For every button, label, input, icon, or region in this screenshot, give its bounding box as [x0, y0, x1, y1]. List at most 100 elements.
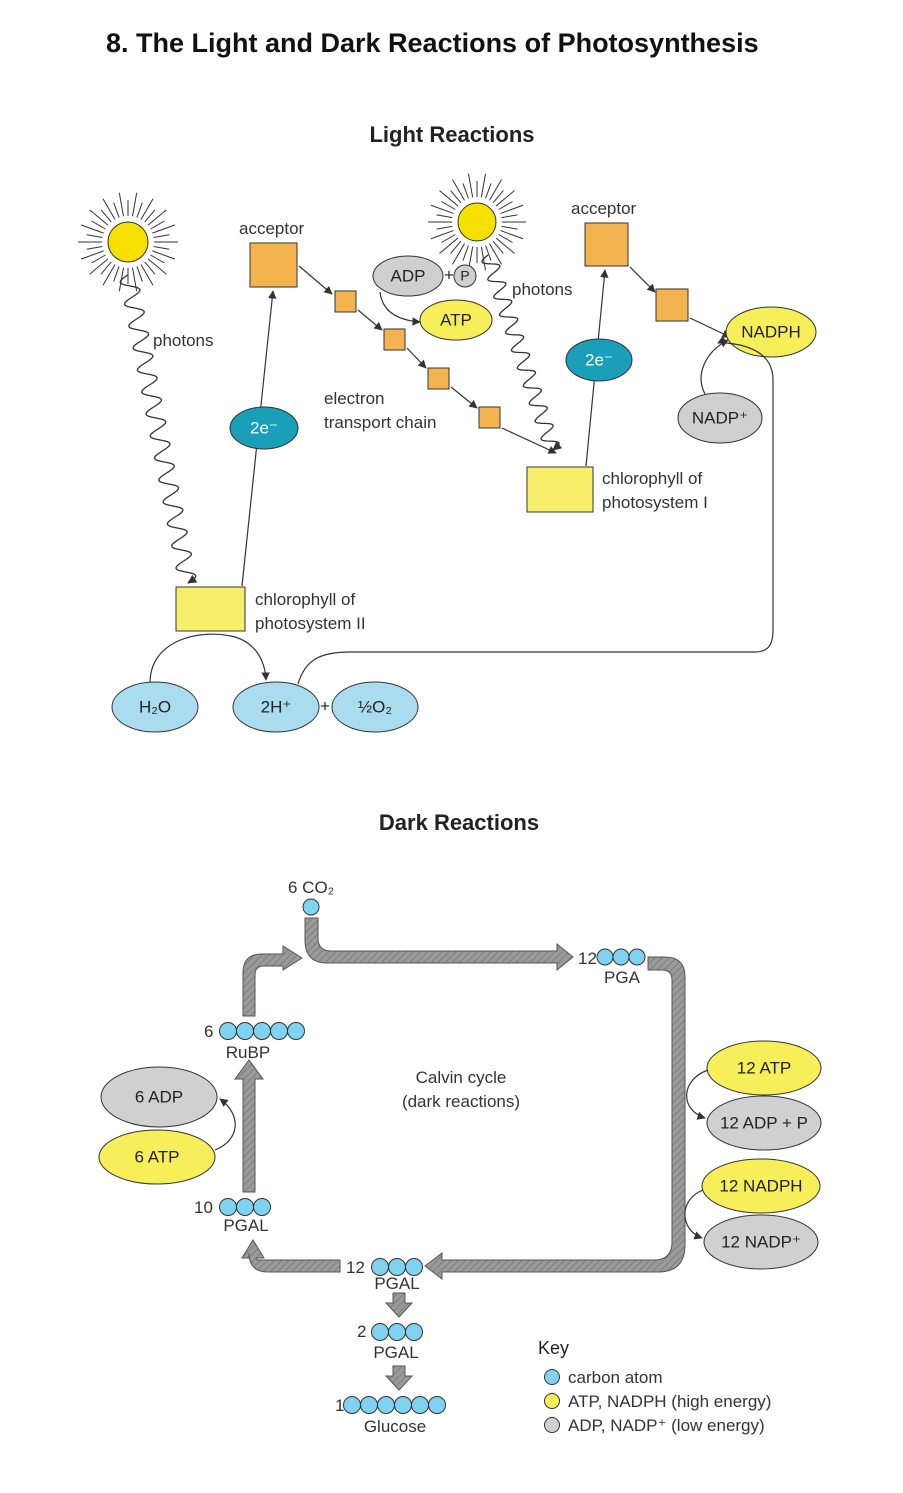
- hydrogen-transfer-line: [297, 335, 774, 685]
- oxygen-molecule: [331, 681, 419, 733]
- sun-ray: [501, 214, 518, 219]
- etc-carrier: [427, 367, 450, 390]
- electrons-ps1: [565, 338, 633, 382]
- carbon-atom: [270, 1022, 288, 1040]
- etc-label-line2: transport chain: [324, 413, 436, 432]
- sun-ray: [153, 234, 170, 238]
- sun-ray: [462, 245, 469, 261]
- sun-ray: [100, 261, 112, 275]
- high-energy-swatch: [544, 1393, 560, 1409]
- nadp-reduction-arrow: [700, 339, 729, 395]
- electrons-ps2: [229, 406, 299, 450]
- sun-ray: [467, 173, 474, 198]
- nadp-label: NADP⁺: [692, 408, 748, 427]
- sun-ray: [439, 190, 459, 207]
- adp6-label: 6 ADP: [135, 1087, 183, 1106]
- sun-ray: [436, 214, 453, 219]
- key-item-carbon: carbon atom: [544, 1368, 663, 1387]
- sun-ray: [91, 220, 106, 230]
- nadph12-label: 12 NADPH: [719, 1176, 802, 1195]
- low-energy-swatch: [544, 1417, 560, 1433]
- sun-icon: [428, 173, 526, 271]
- water-molecule: [111, 681, 199, 733]
- photon-wave-1: [119, 274, 198, 584]
- sun-ray: [113, 266, 120, 282]
- pga-label: PGA: [604, 968, 641, 987]
- adp6-molecule: [100, 1066, 218, 1128]
- sun-ray: [495, 237, 515, 254]
- sun-ray: [436, 225, 453, 230]
- acceptor-label-1: acceptor: [239, 219, 305, 238]
- sun-ray: [485, 183, 492, 199]
- sun-ray: [102, 198, 116, 220]
- sun-ray: [132, 192, 138, 217]
- pgal10-count: 10: [194, 1198, 213, 1217]
- key-label-low-energy: ADP, NADP⁺ (low energy): [568, 1416, 765, 1435]
- carbon-atom: [612, 948, 630, 966]
- nadph12-to-nadp12-arrow: [684, 1189, 704, 1240]
- etc-carrier: [334, 290, 357, 313]
- sun-ray: [89, 209, 109, 226]
- carbon-atom: [377, 1396, 395, 1414]
- nadp-molecule: [677, 392, 763, 444]
- ps2-label-line1: chlorophyll of: [255, 590, 355, 609]
- carbon-atom: [219, 1022, 237, 1040]
- pgal10-carbon-chain: [219, 1198, 271, 1216]
- carbon-atom: [253, 1022, 271, 1040]
- carbon-atom: [394, 1396, 412, 1414]
- carbon-atom: [343, 1396, 361, 1414]
- rubp-count: 6: [204, 1022, 213, 1041]
- carbon-atom: [236, 1022, 254, 1040]
- photon-wave-2: [481, 254, 563, 451]
- sun-ray: [136, 266, 143, 282]
- sun-ray: [492, 240, 504, 254]
- plus-sign-2: +: [320, 696, 330, 715]
- sun-ray: [498, 234, 513, 243]
- sun-ray: [501, 225, 518, 230]
- sun-ray: [89, 258, 109, 275]
- sun-ray: [80, 224, 104, 234]
- sun-ray: [147, 258, 167, 275]
- co2-label: 6 CO₂: [288, 878, 334, 897]
- carbon-atom: [219, 1198, 237, 1216]
- carbon-atom-swatch: [544, 1369, 560, 1385]
- carbon-atom: [596, 948, 614, 966]
- sun-ray: [480, 173, 487, 198]
- key-label-high-energy: ATP, NADPH (high energy): [568, 1392, 771, 1411]
- acceptor-2: [584, 222, 629, 267]
- atp-label: ATP: [440, 310, 472, 329]
- sun-ray: [452, 179, 465, 201]
- sun-ray: [152, 250, 176, 260]
- pgal2-count: 2: [357, 1322, 366, 1341]
- glucose-carbon-chain: [343, 1396, 446, 1414]
- glucose-label: Glucose: [364, 1417, 426, 1436]
- photosystem-1-chlorophyll: [526, 466, 594, 513]
- acceptor-label-2: acceptor: [571, 199, 637, 218]
- carbon-atom: [371, 1323, 389, 1341]
- nadph-molecule: [725, 306, 817, 358]
- pgal12-count: 12: [346, 1258, 365, 1277]
- atp6-label: 6 ATP: [134, 1147, 179, 1166]
- rubp-carbon-chain: [219, 1022, 305, 1040]
- pga-carbon-chain: [596, 948, 646, 966]
- sun-ray: [430, 204, 454, 214]
- sun-ray: [489, 179, 502, 201]
- sun-ray: [80, 250, 104, 260]
- carbon-atom: [428, 1396, 446, 1414]
- carbon-atom: [411, 1396, 429, 1414]
- etc-carrier: [655, 288, 689, 322]
- sun-ray: [118, 192, 124, 217]
- carbon-atom: [371, 1258, 389, 1276]
- sun-ray: [485, 245, 492, 261]
- adp12-label: 12 ADP + P: [720, 1113, 808, 1132]
- water-label: H₂O: [139, 697, 171, 716]
- photosystem-2-chlorophyll: [175, 586, 246, 632]
- calvin-cycle-label-line2: (dark reactions): [402, 1092, 520, 1111]
- pgal2-label: PGAL: [373, 1343, 418, 1362]
- carbon-atom: [405, 1323, 423, 1341]
- sun-ray: [136, 202, 143, 218]
- carbon-atom: [302, 898, 320, 916]
- sun-ray: [100, 209, 112, 223]
- carbon-atom: [388, 1258, 406, 1276]
- hydrogen-label: 2H⁺: [261, 697, 292, 716]
